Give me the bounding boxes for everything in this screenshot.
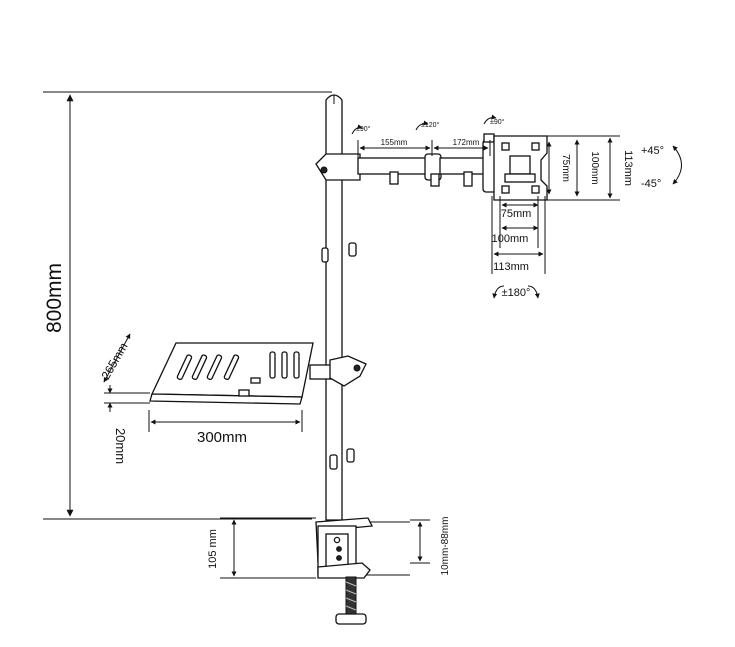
clamp-hole-1 xyxy=(333,536,341,544)
tilt-arc xyxy=(672,145,682,185)
tray-depth-label: 265mm xyxy=(98,340,130,382)
joint-1-rotation: ±90° xyxy=(356,125,371,133)
tray-width-label: 300mm xyxy=(197,429,247,446)
clamp-screw-threads xyxy=(345,581,357,611)
vesa-lower-slot xyxy=(504,173,536,183)
vesa-75-height-label: 75mm xyxy=(560,154,571,182)
pole xyxy=(321,94,357,521)
arm-clip-1 xyxy=(389,171,399,185)
desk-clamp xyxy=(315,517,410,625)
height-dimension: 800mm xyxy=(43,91,332,520)
vesa-center-cutout xyxy=(509,155,531,175)
vesa-hole-4 xyxy=(531,185,540,194)
vesa-hole-3 xyxy=(501,185,510,194)
joint-1-arc xyxy=(351,124,363,135)
pole-clip-4 xyxy=(346,448,355,463)
vesa-hole-1 xyxy=(501,142,510,151)
tray-arm-collar xyxy=(329,355,367,387)
clamp-range-label: 10mm-88mm xyxy=(440,517,451,576)
tray-slot-1 xyxy=(176,354,193,381)
head-knob xyxy=(483,133,495,143)
plate-113-height-label: 113mm xyxy=(622,150,634,186)
pole-clip-2 xyxy=(348,242,357,257)
vesa-plate xyxy=(493,135,548,201)
tray-slot-6 xyxy=(281,351,288,379)
collar-knob xyxy=(320,166,328,174)
laptop-tray-assembly xyxy=(149,342,367,405)
pole-clip-3 xyxy=(329,454,338,470)
arm-clip-3 xyxy=(463,171,473,187)
pole-body xyxy=(325,94,343,521)
clamp-height-label: 105 mm xyxy=(207,529,219,569)
tray-slot-4 xyxy=(223,354,240,381)
tray-slot-7 xyxy=(293,351,300,379)
tray-clip xyxy=(238,389,250,397)
arm-clip-2 xyxy=(430,173,440,187)
rotation-arc-right xyxy=(527,285,540,299)
vesa-75-width-label: 75mm xyxy=(501,208,532,220)
rotation-label: ±180° xyxy=(502,287,531,299)
head-swivel-arc xyxy=(483,114,497,125)
arm-segment-1-label: 155mm xyxy=(381,138,408,147)
arm-rotation-marks: ±90° ±120° ±90° xyxy=(351,114,505,135)
clamp-dimensions: 105 mm 10mm-88mm xyxy=(207,517,451,579)
vesa-100-width-label: 100mm xyxy=(492,233,529,245)
vesa-100-height-label: 100mm xyxy=(589,151,600,184)
clamp-jaw xyxy=(317,562,371,579)
pole-clip-1 xyxy=(321,247,329,263)
tray-slot-5 xyxy=(269,351,276,379)
rotation-arc-left xyxy=(492,285,505,299)
arm-dimensions: 155mm 172mm xyxy=(357,138,491,158)
vesa-height-dimensions: 75mm 100mm 113mm xyxy=(546,135,634,201)
tilt-down-label: -45° xyxy=(641,178,661,190)
clamp-hole-2 xyxy=(336,546,342,552)
tilt-up-label: +45° xyxy=(641,145,664,157)
clamp-handle xyxy=(335,613,367,625)
arm-segment-2-label: 172mm xyxy=(453,138,480,147)
height-label: 800mm xyxy=(43,263,66,333)
head-swivel-rotation: ±90° xyxy=(490,118,505,126)
rotation-indicator: ±180° xyxy=(492,285,540,299)
tray-depth-line xyxy=(103,333,131,383)
tray-slot-3 xyxy=(206,354,223,381)
tilt-indicator: +45° -45° xyxy=(641,145,682,190)
joint-2-arc xyxy=(415,120,429,131)
clamp-hole-3 xyxy=(336,555,342,561)
tray-slot-2 xyxy=(191,354,208,381)
tray-collar-knob xyxy=(353,364,361,372)
joint-2-rotation: ±120° xyxy=(421,121,440,129)
tray-center-hole xyxy=(250,377,261,384)
tray-lip-label: 20mm xyxy=(113,428,128,464)
vesa-width-dimensions: 75mm 100mm 113mm xyxy=(491,196,546,274)
vesa-hole-2 xyxy=(531,142,540,151)
plate-113-width-label: 113mm xyxy=(493,261,529,273)
laptop-tray-lip xyxy=(149,393,303,405)
